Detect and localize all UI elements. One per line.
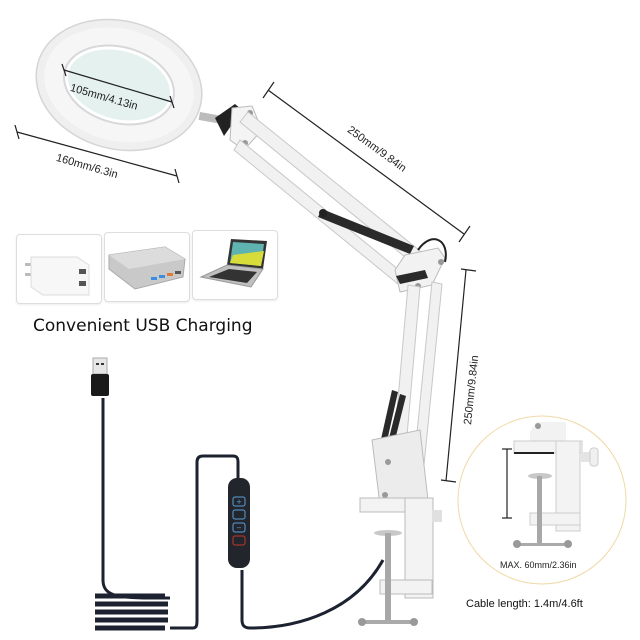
upper-arm-dimension-line <box>262 81 471 243</box>
wall-adapter-icon <box>25 256 90 296</box>
power-cable <box>95 398 385 631</box>
base-clamp <box>358 429 442 626</box>
cable-length-label: Cable length: 1.4m/4.6ft <box>466 598 583 610</box>
svg-text:+: + <box>236 498 242 506</box>
usb-device-power-bank <box>104 232 190 302</box>
laptop-icon <box>199 239 267 288</box>
lower-arm-dimension-line <box>440 268 477 483</box>
elbow-joint <box>394 238 447 293</box>
usb-device-wall-adapter <box>16 234 102 304</box>
clamp-detail-inset <box>457 415 627 585</box>
svg-text:−: − <box>236 524 242 532</box>
head-dimension-line <box>14 124 180 184</box>
usb-device-laptop <box>192 230 278 300</box>
usb-plug <box>91 357 109 396</box>
upper-arm <box>233 111 426 285</box>
usb-charging-caption: Convenient USB Charging <box>33 316 253 336</box>
inline-controller: + − <box>228 478 250 568</box>
power-bank-icon <box>108 246 186 290</box>
magnifier-head <box>35 18 203 152</box>
lens-dimension-line <box>61 63 175 109</box>
clamp-max-label: MAX. 60mm/2.36in <box>500 560 577 570</box>
